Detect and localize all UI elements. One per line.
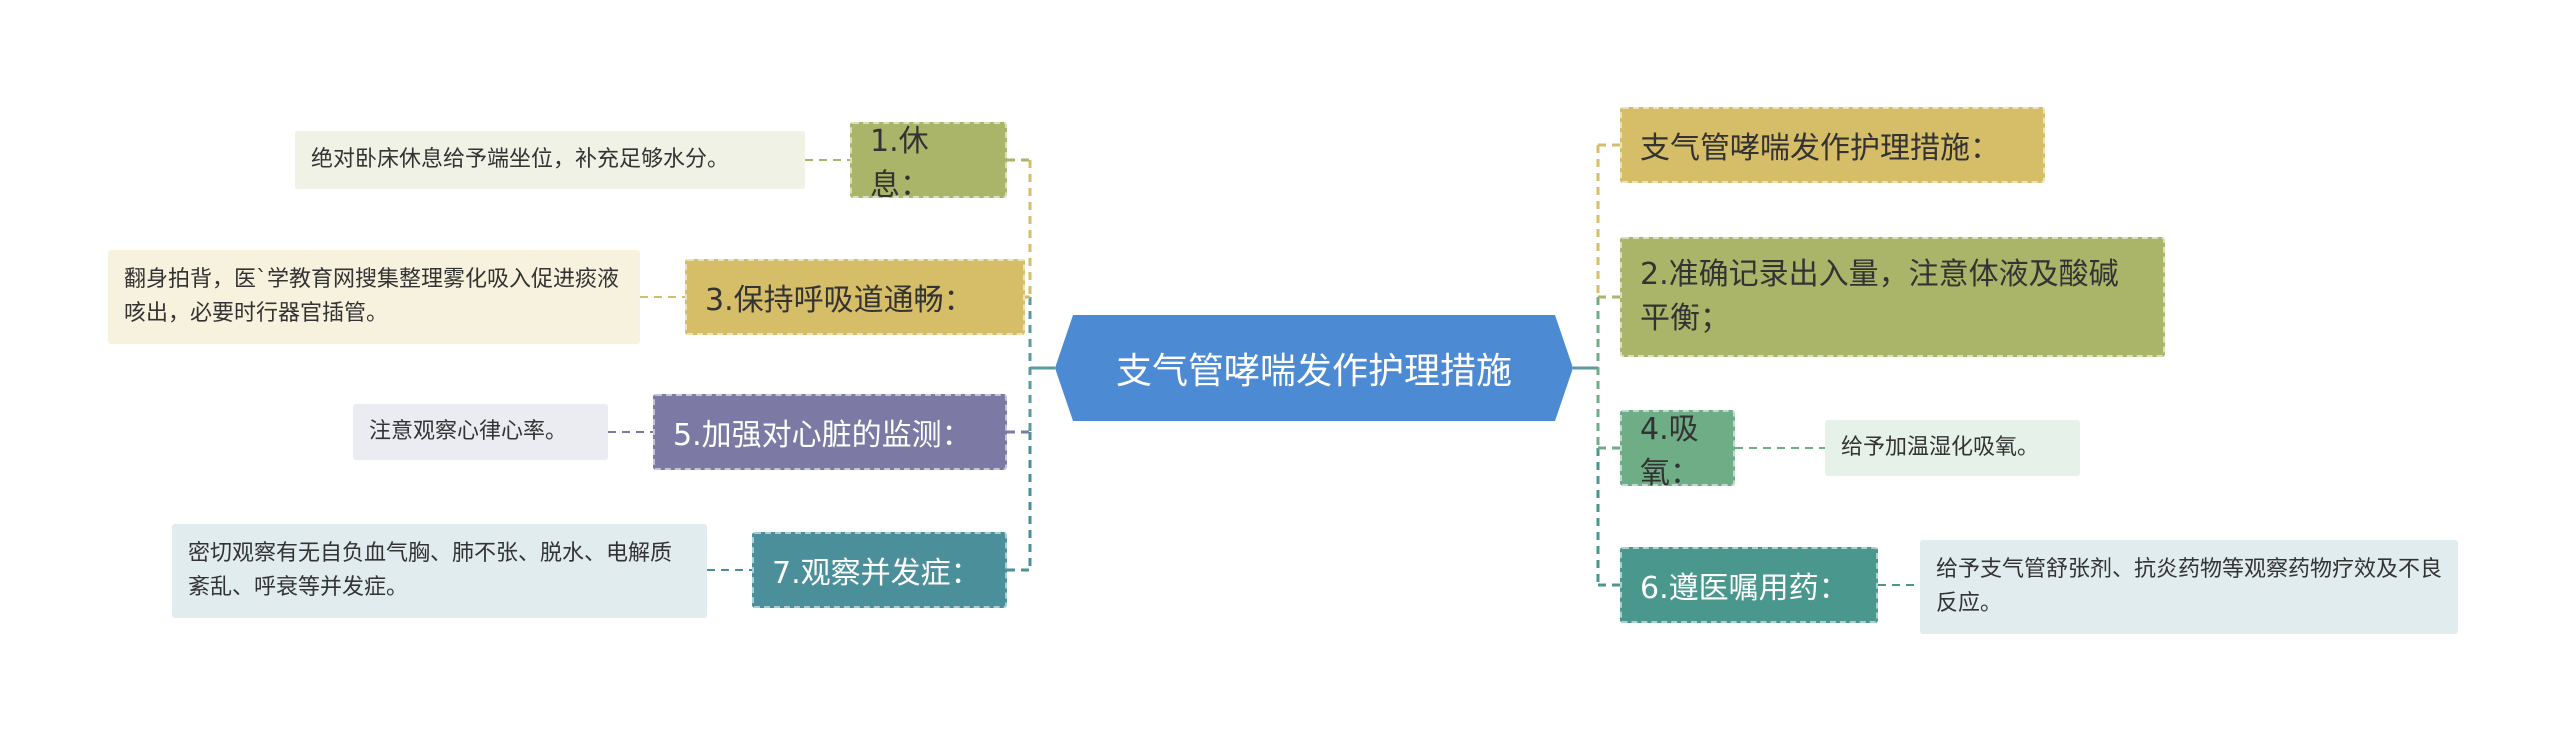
central-topic[interactable]: 支气管哮喘发作护理措施 bbox=[1055, 315, 1573, 421]
leaf-airway-text: 翻身拍背，医`学教育网搜集整理雾化吸入促进痰液咳出，必要时行器官插管。 bbox=[124, 267, 620, 326]
central-topic-shape bbox=[1055, 315, 1573, 421]
branch-fluid-balance[interactable]: 2.准确记录出入量，注意体液及酸碱平衡； bbox=[1620, 237, 2165, 357]
branch-medication[interactable]: 6.遵医嘱用药： bbox=[1620, 547, 1878, 623]
leaf-rest[interactable]: 绝对卧床休息给予端坐位，补充足够水分。 bbox=[295, 131, 805, 189]
leaf-complications[interactable]: 密切观察有无自负血气胸、肺不张、脱水、电解质紊乱、呼衰等并发症。 bbox=[172, 524, 707, 618]
branch-title-repeat[interactable]: 支气管哮喘发作护理措施： bbox=[1620, 107, 2045, 183]
leaf-medication[interactable]: 给予支气管舒张剂、抗炎药物等观察药物疗效及不良反应。 bbox=[1920, 540, 2458, 634]
leaf-heart-text: 注意观察心律心率。 bbox=[369, 419, 568, 444]
branch-airway-label: 3.保持呼吸道通畅： bbox=[705, 283, 974, 318]
leaf-oxygen[interactable]: 给予加温湿化吸氧。 bbox=[1825, 420, 2080, 476]
branch-heart-label: 5.加强对心脏的监测： bbox=[673, 418, 972, 453]
branch-title-repeat-label: 支气管哮喘发作护理措施： bbox=[1640, 131, 2000, 166]
leaf-airway[interactable]: 翻身拍背，医`学教育网搜集整理雾化吸入促进痰液咳出，必要时行器官插管。 bbox=[108, 250, 640, 344]
branch-airway[interactable]: 3.保持呼吸道通畅： bbox=[685, 259, 1025, 335]
leaf-oxygen-text: 给予加温湿化吸氧。 bbox=[1841, 435, 2040, 460]
leaf-rest-text: 绝对卧床休息给予端坐位，补充足够水分。 bbox=[311, 147, 730, 172]
central-topic-label: 支气管哮喘发作护理措施 bbox=[1115, 351, 1512, 392]
branch-heart[interactable]: 5.加强对心脏的监测： bbox=[653, 394, 1007, 470]
leaf-complications-text: 密切观察有无自负血气胸、肺不张、脱水、电解质紊乱、呼衰等并发症。 bbox=[188, 541, 673, 600]
branch-rest-label: 1.休息： bbox=[870, 124, 930, 203]
branch-complications-label: 7.观察并发症： bbox=[772, 556, 981, 591]
leaf-medication-text: 给予支气管舒张剂、抗炎药物等观察药物疗效及不良反应。 bbox=[1936, 557, 2443, 616]
branch-oxygen-label: 4.吸氧： bbox=[1640, 412, 1700, 491]
leaf-heart[interactable]: 注意观察心律心率。 bbox=[353, 404, 608, 460]
branch-complications[interactable]: 7.观察并发症： bbox=[752, 532, 1007, 608]
branch-rest[interactable]: 1.休息： bbox=[850, 122, 1007, 203]
branch-fluid-balance-label: 2.准确记录出入量，注意体液及酸碱平衡； bbox=[1640, 257, 2119, 336]
branch-medication-label: 6.遵医嘱用药： bbox=[1640, 571, 1849, 606]
branch-oxygen[interactable]: 4.吸氧： bbox=[1620, 410, 1735, 491]
